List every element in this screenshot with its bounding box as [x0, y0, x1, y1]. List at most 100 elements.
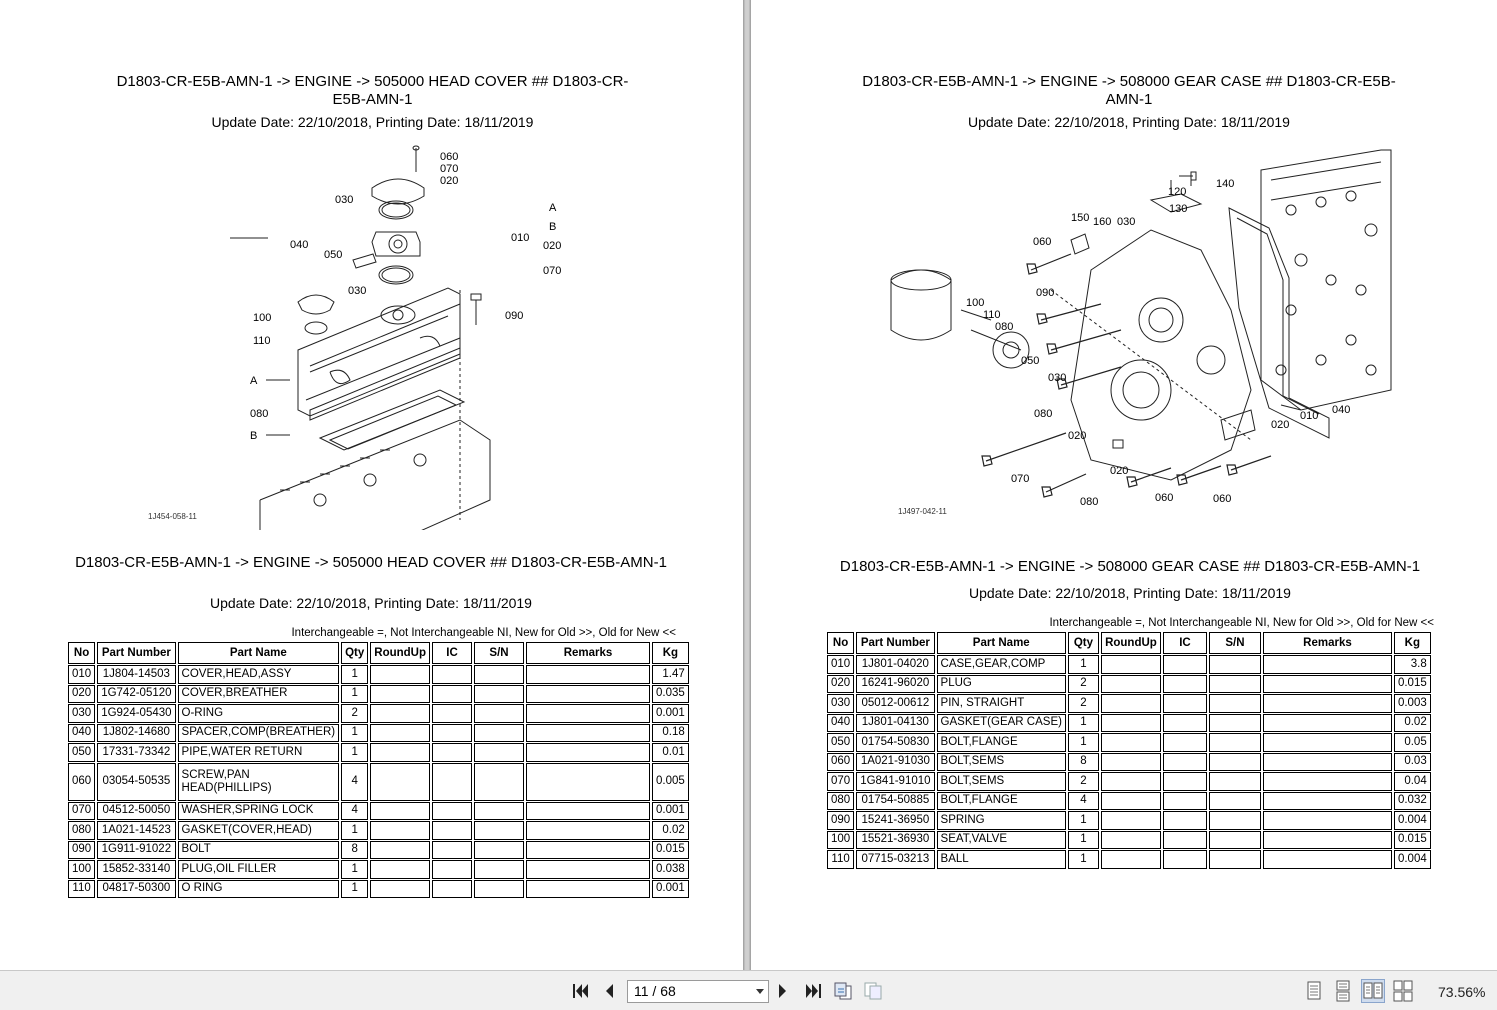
table-cell: 1: [1067, 655, 1099, 674]
callout-120: 120: [1168, 186, 1186, 198]
table-header-row: No Part Number Part Name Qty RoundUp IC …: [827, 632, 1431, 654]
table-cell: [474, 860, 524, 879]
col-remarks: Remarks: [1262, 632, 1392, 654]
table-cell: 060: [68, 762, 96, 801]
table-cell: [474, 723, 524, 742]
table-cell: 0.032: [1393, 791, 1431, 810]
page-title: D1803-CR-E5B-AMN-1 -> ENGINE -> 508000 G…: [862, 73, 1396, 108]
table-cell: PLUG,OIL FILLER: [177, 860, 340, 879]
single-page-icon[interactable]: [1302, 979, 1326, 1003]
table-cell: [526, 684, 650, 703]
table-cell: [474, 840, 524, 859]
table-cell: [1162, 850, 1207, 869]
table-cell: 020: [827, 674, 855, 693]
table-cell: 4: [341, 801, 369, 820]
callout-060: 060: [440, 151, 458, 163]
table-cell: 070: [827, 772, 855, 791]
table-cell: 040: [827, 713, 855, 732]
table-cell: 04817-50300: [97, 879, 176, 898]
continuous-icon[interactable]: [1331, 979, 1355, 1003]
col-roundup: RoundUp: [370, 642, 430, 664]
table-cell: [432, 684, 472, 703]
callout-010: 010: [1300, 410, 1318, 422]
figure-id: 1J497-042-11: [898, 507, 947, 516]
table-cell: [370, 704, 430, 723]
table-cell: [1100, 674, 1161, 693]
first-page-icon[interactable]: [569, 979, 593, 1003]
navigation-toolbar: 11 / 68 73.56%: [0, 970, 1497, 1010]
col-ic: IC: [1162, 632, 1207, 654]
table-dates: Update Date: 22/10/2018, Printing Date: …: [210, 595, 532, 611]
parts-table: No Part Number Part Name Qty RoundUp IC …: [825, 631, 1433, 870]
next-view-icon[interactable]: [861, 979, 885, 1003]
table-cell: 0.001: [652, 704, 689, 723]
table-cell: SPACER,COMP(BREATHER): [177, 723, 340, 742]
table-cell: [1208, 811, 1261, 830]
table-cell: PLUG: [936, 674, 1066, 693]
table-cell: [1162, 713, 1207, 732]
table-cell: 0.18: [652, 723, 689, 742]
table-cell: [432, 743, 472, 762]
table-cell: [1162, 674, 1207, 693]
table-cell: 1: [341, 743, 369, 762]
table-cell: 01754-50830: [856, 733, 935, 752]
table-cell: [474, 665, 524, 684]
callout-030b: 030: [348, 285, 366, 297]
table-cell: BALL: [936, 850, 1066, 869]
table-cell: [370, 665, 430, 684]
callout-070b: 070: [543, 265, 561, 277]
table-cell: 0.03: [1393, 752, 1431, 771]
table-cell: [432, 840, 472, 859]
table-cell: 100: [68, 860, 96, 879]
table-cell: 1: [1067, 850, 1099, 869]
page-number-input[interactable]: 11 / 68: [627, 980, 769, 1003]
callout-030: 030: [1117, 216, 1135, 228]
table-header-row: No Part Number Part Name Qty RoundUp IC …: [68, 642, 689, 664]
facing-icon[interactable]: [1361, 979, 1385, 1003]
table-title: D1803-CR-E5B-AMN-1 -> ENGINE -> 508000 G…: [839, 558, 1421, 575]
previous-view-icon[interactable]: [831, 979, 855, 1003]
table-cell: 1: [341, 665, 369, 684]
page-gutter: [743, 0, 751, 970]
table-cell: [1100, 772, 1161, 791]
table-cell: [370, 762, 430, 801]
table-cell: [370, 801, 430, 820]
table-cell: 4: [1067, 791, 1099, 810]
prev-page-icon[interactable]: [597, 979, 621, 1003]
callout-030: 030: [335, 194, 353, 206]
table-cell: 100: [827, 830, 855, 849]
table-cell: 010: [68, 665, 96, 684]
table-cell: 0.001: [652, 801, 689, 820]
last-page-icon[interactable]: [801, 979, 825, 1003]
table-cell: [432, 801, 472, 820]
table-cell: O RING: [177, 879, 340, 898]
table-cell: 0.035: [652, 684, 689, 703]
table-cell: 1G924-05430: [97, 704, 176, 723]
chevron-down-icon[interactable]: [756, 989, 764, 994]
zoom-level[interactable]: 73.56%: [1438, 984, 1486, 1000]
next-page-icon[interactable]: [771, 979, 795, 1003]
table-cell: 1J801-04020: [856, 655, 935, 674]
table-cell: [1208, 752, 1261, 771]
table-cell: 0.02: [1393, 713, 1431, 732]
continuous-facing-icon[interactable]: [1391, 979, 1415, 1003]
callout-070: 070: [440, 163, 458, 175]
col-kg: Kg: [1393, 632, 1431, 654]
table-cell: [1208, 791, 1261, 810]
table-cell: [1162, 830, 1207, 849]
table-cell: [432, 704, 472, 723]
table-cell: PIN, STRAIGHT: [936, 694, 1066, 713]
table-cell: 030: [68, 704, 96, 723]
document-viewer[interactable]: D1803-CR-E5B-AMN-1 -> ENGINE -> 505000 H…: [0, 0, 1497, 970]
table-cell: 1J801-04130: [856, 713, 935, 732]
